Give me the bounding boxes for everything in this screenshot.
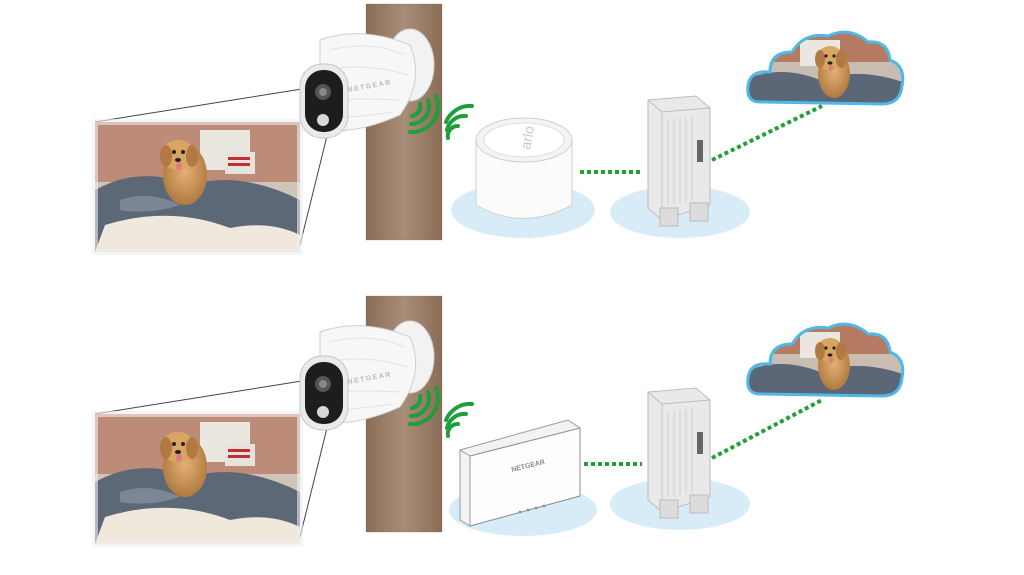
base-station-label: arlo [517, 125, 537, 151]
camera-icon: NETGEAR [299, 320, 435, 431]
wifi-icon [444, 103, 474, 140]
router-icon: NETGEAR [459, 419, 581, 527]
dog-photo [92, 119, 303, 255]
link-modem-cloud [711, 398, 823, 460]
wifi-icon [444, 401, 474, 438]
dog-photo [92, 411, 303, 547]
row1-diagram: NETGEAR arlo [92, 3, 905, 255]
cloud-icon [746, 30, 905, 106]
setup-row-router: NETGEAR NETGEAR [0, 292, 1024, 572]
dog-photo [747, 32, 903, 104]
wifi-icon [408, 94, 440, 135]
fov-line-bottom [299, 423, 329, 538]
modem-icon [647, 95, 711, 227]
fov-line-bottom [299, 131, 329, 246]
wifi-icon [408, 386, 440, 427]
base-station-icon: arlo [475, 117, 573, 219]
row2-diagram: NETGEAR NETGEAR [92, 295, 905, 547]
fov-line-top [94, 87, 309, 123]
modem-icon [647, 387, 711, 519]
dog-photo [747, 324, 903, 396]
cloud-icon [746, 322, 905, 398]
fov-line-top [94, 379, 309, 415]
setup-row-basestation: NETGEAR arlo [0, 0, 1024, 280]
camera-icon: NETGEAR [299, 28, 435, 139]
link-modem-cloud [711, 104, 823, 162]
